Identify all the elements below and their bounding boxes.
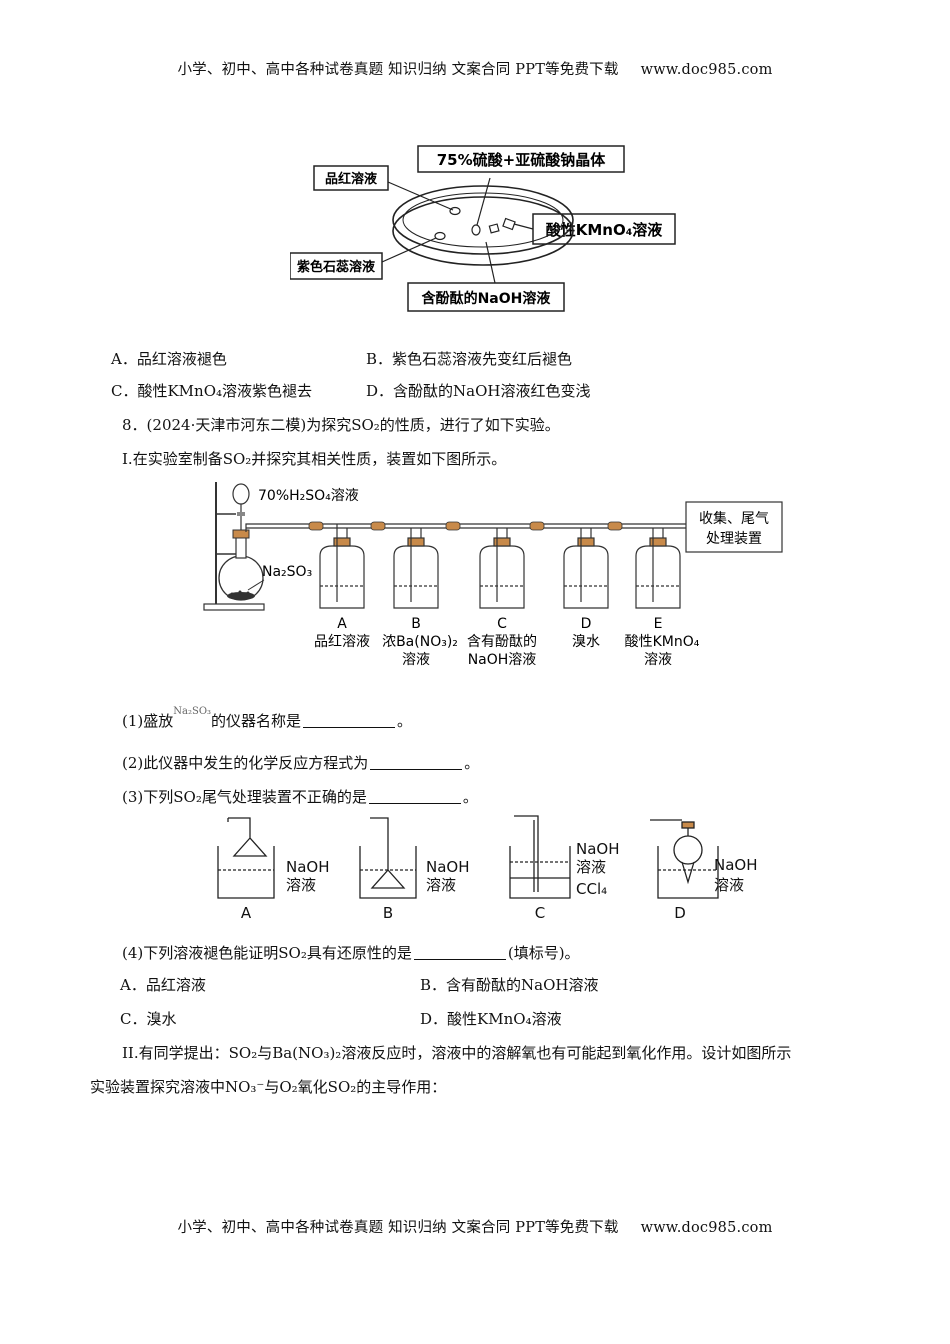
q4-option-b: B．含有酚酞的NaOH溶液 <box>420 976 599 994</box>
fig3-c-naoh: NaOH <box>576 840 620 858</box>
q7-option-b: B．紫色石蕊溶液先变红后褪色 <box>366 350 573 368</box>
fig1-kmno4-label: 酸性KMnO₄溶液 <box>546 221 664 239</box>
q7-option-d: D．含酚酞的NaOH溶液红色变浅 <box>366 382 591 400</box>
q7-option-a: A．品红溶液褪色 <box>111 350 227 368</box>
page-header: 小学、初中、高中各种试卷真题 知识归纳 文案合同 PPT等免费下载 www.doc… <box>0 58 950 79</box>
fig1-shirui-label: 紫色石蕊溶液 <box>297 259 375 275</box>
q8-sub4: (4)下列溶液褪色能证明SO₂具有还原性的是(填标号)。 <box>122 944 580 962</box>
fig3-label-a: A <box>241 904 252 922</box>
fig2-salt-label: Na₂SO₃ <box>262 564 312 580</box>
fig3-d-rongye: 溶液 <box>714 876 744 894</box>
fig1-top-label: 75%硫酸+亚硫酸钠晶体 <box>437 151 606 169</box>
q8-sub2: (2)此仪器中发生的化学反应方程式为。 <box>122 754 480 772</box>
petri-dish-figure: 75%硫酸+亚硫酸钠晶体 品红溶液 酸性KMnO₄溶液 紫色石蕊溶液 含酚酞的N… <box>290 145 676 312</box>
bottle-e-name2: 溶液 <box>644 652 672 668</box>
fig2-collect-2: 处理装置 <box>706 531 762 547</box>
q4-option-c: C．溴水 <box>120 1010 177 1028</box>
q8-part1: I.在实验室制备SO₂并探究其相关性质，装置如下图所示。 <box>122 450 507 468</box>
fig1-pinhong-label: 品红溶液 <box>325 171 377 187</box>
beakers-figure: NaOH 溶液 NaOH 溶液 NaOH 溶液 CCl₄ NaOH 溶液 A B… <box>217 815 758 922</box>
fig3-c-rongye: 溶液 <box>576 858 606 876</box>
answer-blank-2[interactable] <box>370 755 463 770</box>
q8-part2-line2: 实验装置探究溶液中NO₃⁻与O₂氧化SO₂的主导作用： <box>90 1078 447 1096</box>
q1-formula: Na₂SO₃ <box>173 706 212 717</box>
header-url[interactable]: www.doc985.com <box>640 62 773 78</box>
fig3-a-naoh: NaOH <box>286 858 330 876</box>
footer-url[interactable]: www.doc985.com <box>640 1220 773 1236</box>
q8-sub1: (1)盛放Na₂SO₃的仪器名称是。 <box>122 706 413 730</box>
q4-option-d: D．酸性KMnO₄溶液 <box>420 1010 562 1028</box>
bottle-d-letter: D <box>581 616 592 632</box>
fig3-a-rongye: 溶液 <box>286 876 316 894</box>
bottle-e-name1: 酸性KMnO₄ <box>625 634 700 650</box>
fig3-label-c: C <box>535 904 545 922</box>
bottle-e-letter: E <box>654 616 663 632</box>
fig2-collect-1: 收集、尾气 <box>699 510 769 527</box>
q8-sub3: (3)下列SO₂尾气处理装置不正确的是。 <box>122 788 478 806</box>
bottle-a-letter: A <box>337 616 347 632</box>
fig3-b-naoh: NaOH <box>426 858 470 876</box>
q4-option-a: A．品红溶液 <box>120 976 206 994</box>
fig3-b-rongye: 溶液 <box>426 876 456 894</box>
header-text: 小学、初中、高中各种试卷真题 知识归纳 文案合同 PPT等免费下载 <box>177 62 619 78</box>
answer-blank-4[interactable] <box>413 945 506 960</box>
fig2-acid-label: 70%H₂SO₄溶液 <box>258 488 359 504</box>
fig3-c-ccl4: CCl₄ <box>576 880 607 898</box>
bottle-c-name2: NaOH溶液 <box>468 652 537 668</box>
bottle-c-letter: C <box>497 616 507 632</box>
footer-text: 小学、初中、高中各种试卷真题 知识归纳 文案合同 PPT等免费下载 <box>177 1220 619 1236</box>
na2so3-solid <box>227 590 255 600</box>
bottle-b-letter: B <box>411 616 421 632</box>
bottle-c-name1: 含有酚酞的 <box>467 634 537 650</box>
fig3-label-d: D <box>674 904 686 922</box>
answer-blank-1[interactable] <box>303 713 396 728</box>
bottle-a-name: 品红溶液 <box>314 634 370 650</box>
bottle-b-name1: 浓Ba(NO₃)₂ <box>382 634 458 650</box>
q7-option-c: C．酸性KMnO₄溶液紫色褪去 <box>111 382 313 400</box>
fig1-naoh-label: 含酚酞的NaOH溶液 <box>422 290 552 307</box>
fig3-label-b: B <box>383 904 393 922</box>
bottle-b-name2: 溶液 <box>402 652 430 668</box>
page-footer: 小学、初中、高中各种试卷真题 知识归纳 文案合同 PPT等免费下载 www.doc… <box>0 1216 950 1237</box>
q8-part2-line1: II.有同学提出：SO₂与Ba(NO₃)₂溶液反应时，溶液中的溶解氧也有可能起到… <box>122 1044 792 1062</box>
fig3-d-naoh: NaOH <box>714 856 758 874</box>
q8-stem: 8．(2024·天津市河东二模)为探究SO₂的性质，进行了如下实验。 <box>122 416 560 434</box>
apparatus-figure: 70%H₂SO₄溶液 Na₂SO₃ <box>203 482 783 668</box>
bottle-d-name: 溴水 <box>572 634 600 650</box>
answer-blank-3[interactable] <box>368 789 461 804</box>
